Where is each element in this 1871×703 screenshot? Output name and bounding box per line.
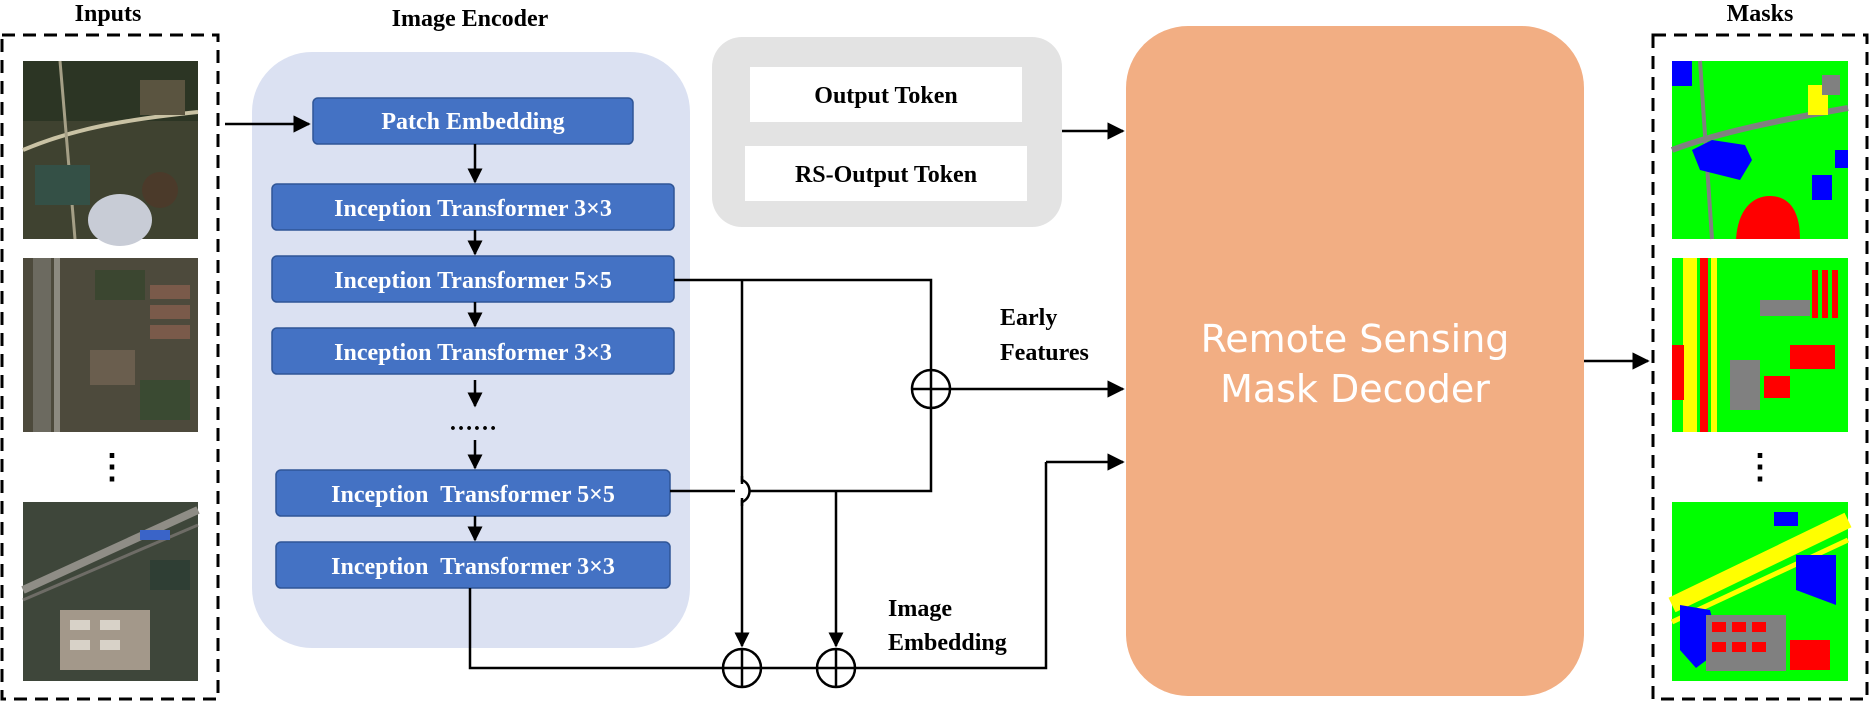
output-token: Output Token [750, 67, 1022, 122]
inputs-dashed-frame [0, 33, 220, 701]
svg-text:Inception Transformer 5×5: Inception Transformer 5×5 [331, 482, 615, 508]
plus-circle-embedding-2 [815, 647, 857, 689]
rs-output-token: RS-Output Token [745, 146, 1027, 201]
plus-circle-embedding-1 [721, 647, 763, 689]
image-embedding-label-2: Embedding [888, 630, 1007, 656]
crossing-hop [741, 478, 751, 504]
encoder-block-transformer-4: Inception Transformer 5×5 [275, 469, 671, 517]
input-image-3 [21, 502, 200, 681]
encoder-block-transformer-1: Inception Transformer 3×3 [271, 183, 675, 231]
svg-text:Inception Transformer 3×3: Inception Transformer 3×3 [334, 340, 612, 366]
plus-circle-early [910, 368, 952, 410]
output-mask-3 [1668, 502, 1852, 681]
mask-decoder [1126, 26, 1584, 696]
decoder-label-1: Remote Sensing [1201, 317, 1510, 361]
svg-text:Inception Transformer 3×3: Inception Transformer 3×3 [334, 196, 612, 222]
encoder-ellipsis: …… [449, 410, 497, 436]
inputs-title: Inputs [75, 1, 142, 27]
masks-dashed-frame [1651, 33, 1869, 701]
early-features-label-2: Features [1000, 340, 1089, 366]
early-features-label-1: Early [1000, 305, 1057, 331]
crossing-gap [735, 484, 749, 498]
output-mask-2 [1672, 258, 1848, 432]
svg-text:Output Token: Output Token [814, 83, 957, 109]
decoder-label-2: Mask Decoder [1220, 367, 1490, 411]
svg-text:Patch Embedding: Patch Embedding [381, 109, 564, 135]
encoder-block-patch-embedding: Patch Embedding [312, 97, 634, 145]
svg-text:RS-Output Token: RS-Output Token [795, 162, 977, 188]
encoder-title: Image Encoder [392, 6, 549, 32]
svg-text:Inception Transformer 3×3: Inception Transformer 3×3 [331, 554, 615, 580]
output-mask-1 [1670, 60, 1849, 240]
masks-title: Masks [1727, 1, 1794, 27]
encoder-block-transformer-2: Inception Transformer 5×5 [271, 255, 675, 303]
svg-text:Inception Transformer 5×5: Inception Transformer 5×5 [334, 268, 612, 294]
encoder-block-transformer-5: Inception Transformer 3×3 [275, 541, 671, 589]
encoder-block-transformer-3: Inception Transformer 3×3 [271, 327, 675, 375]
feature-connections [468, 278, 1125, 670]
input-image-1 [22, 60, 199, 246]
inputs-ellipsis: ⋮ [95, 449, 129, 486]
input-image-2 [23, 258, 198, 432]
image-embedding-label-1: Image [888, 596, 952, 622]
masks-ellipsis: ⋮ [1743, 449, 1777, 486]
